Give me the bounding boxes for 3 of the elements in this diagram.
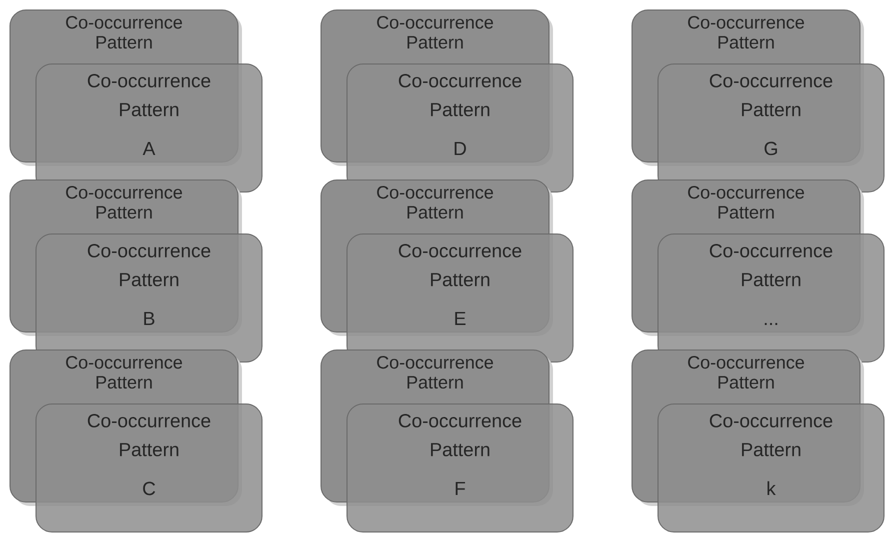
pattern-card: Co-occurrence Pattern F	[346, 404, 574, 532]
pattern-card: Co-occurrence Pattern C	[36, 404, 262, 532]
pattern-card: Co-occurrence Pattern k	[658, 404, 884, 532]
